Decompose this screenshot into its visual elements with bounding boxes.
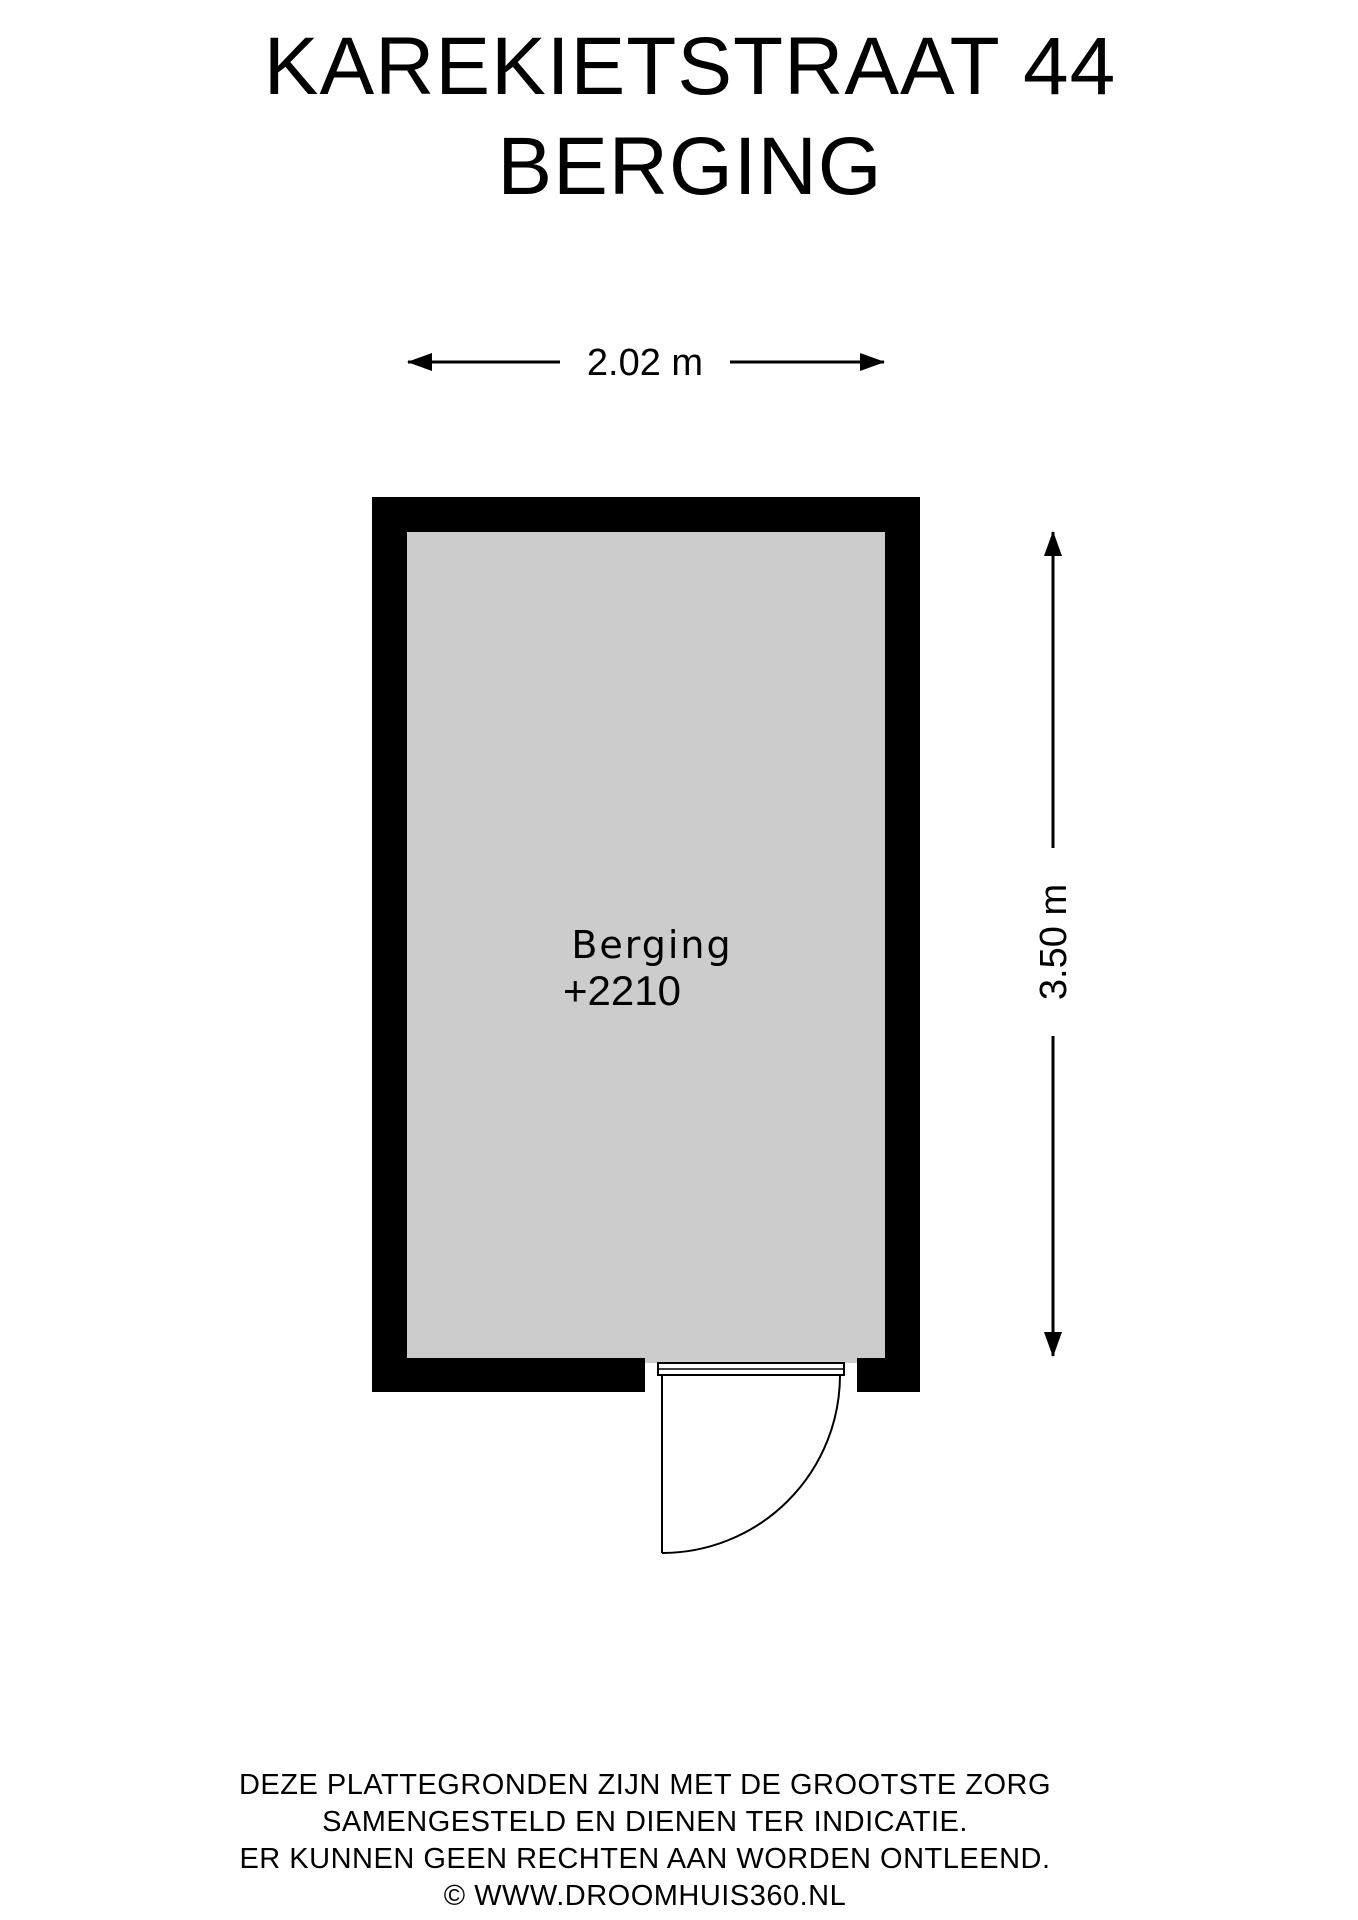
plan-title-room: BERGING — [497, 121, 883, 212]
threshold-floor-edge — [645, 1357, 857, 1363]
door-swing-arc — [661, 1374, 841, 1554]
room-floor — [407, 532, 885, 1358]
disclaimer-line-2: SAMENGESTELD EN DIENEN TER INDICATIE. — [322, 1806, 968, 1838]
room-berging: Berging +2210 — [372, 497, 920, 1554]
height-arrow-bottom — [1044, 1332, 1062, 1357]
copyright-line: © WWW.DROOMHUIS360.NL — [443, 1880, 847, 1912]
height-arrow-top — [1044, 531, 1062, 556]
disclaimer-line-1: DEZE PLATTEGRONDEN ZIJN MET DE GROOTSTE … — [238, 1769, 1052, 1801]
width-arrow-right — [860, 353, 885, 371]
height-dimension: 3.50 m — [1033, 531, 1075, 1357]
room-name-label: Berging — [571, 923, 732, 967]
height-dimension-label: 3.50 m — [1033, 884, 1075, 1000]
room-level-label: +2210 — [563, 967, 681, 1014]
width-dimension: 2.02 m — [407, 342, 885, 384]
disclaimer: DEZE PLATTEGRONDEN ZIJN MET DE GROOTSTE … — [0, 1767, 1290, 1915]
width-arrow-left — [407, 353, 432, 371]
plan-title-address: KAREKIETSTRAAT 44 — [263, 21, 1117, 112]
width-dimension-label: 2.02 m — [587, 342, 703, 384]
disclaimer-line-3: ER KUNNEN GEEN RECHTEN AAN WORDEN ONTLEE… — [239, 1843, 1051, 1875]
